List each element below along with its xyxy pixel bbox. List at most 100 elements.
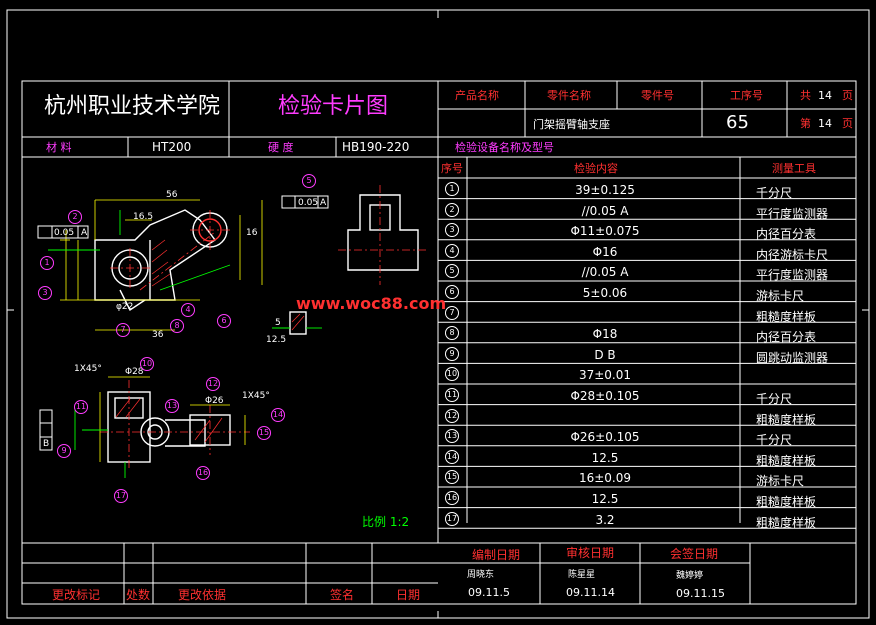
reviewer-name: 陈星星 [568,570,596,580]
count-label: 处数 [126,588,151,602]
part-no-label: 零件号 [641,89,674,102]
total-page-unit: 页 [842,89,853,102]
col-no-header: 序号 [441,162,463,175]
row-number-balloon: 4 [445,243,459,258]
table-row-tool: 内径百分表 [756,227,817,242]
section-a [289,311,307,335]
compile-date-label: 编制日期 [472,548,521,562]
review-date: 09.11.14 [566,586,615,599]
row-number-balloon: 17 [445,511,459,526]
date-label: 日期 [396,588,421,602]
table-row-content: Φ28±0.105 [570,389,640,403]
row-number-balloon: 11 [445,388,459,402]
table-row-no: 15 [441,470,463,485]
table-row-content: 39±0.125 [575,183,635,197]
table-row-content: Φ18 [592,327,618,342]
balloon-marker: 7 [116,323,130,337]
balloon-marker: 4 [181,303,195,317]
table-row-no: 14 [441,449,463,464]
balloon-marker: 1 [40,256,54,270]
balloon-marker: 16 [196,466,210,480]
hardness-value: HB190-220 [342,140,410,154]
balloon-marker: 11 [74,400,88,414]
row-number-balloon: 10 [445,367,459,382]
row-number-balloon: 8 [445,326,459,341]
row-number-balloon: 12 [445,408,459,423]
row-number-balloon: 1 [445,182,459,196]
table-row-tool: 圆跳动监测器 [756,350,829,365]
page-unit: 页 [842,117,853,130]
balloon-marker: 3 [38,286,52,300]
dim-phi22: φ22 [116,302,134,312]
table-row-tool: 游标卡尺 [756,474,805,489]
fcf-tol-2: 0.05 [298,198,319,208]
row-number-balloon: 3 [445,223,459,238]
table-row-tool: 粗糙度样板 [756,412,817,427]
col-content-header: 检验内容 [574,162,618,175]
table-row-no: 5 [441,264,463,279]
table-row-content: 37±0.01 [578,368,632,383]
material-value: HT200 [152,140,192,154]
dim-12-5: 12.5 [266,335,287,345]
table-row-content: 16±0.09 [578,471,632,486]
table-row-tool: 千分尺 [756,433,793,448]
table-row-tool: 千分尺 [756,392,793,406]
page-no: 14 [818,117,832,130]
table-row-no: 6 [441,285,463,299]
table-row-tool: 平行度监测器 [756,206,829,221]
col-tool-header: 测量工具 [772,162,816,175]
change-mark-label: 更改标记 [52,588,101,602]
compile-date: 09.11.5 [468,586,510,599]
school-name: 杭州职业技术学院 [44,94,221,119]
card-title: 检验卡片图 [278,94,389,119]
table-row-tool: 粗糙度样板 [756,309,817,324]
front-view [94,209,228,312]
table-row-tool: 粗糙度样板 [756,515,817,530]
table-row-no: 3 [441,223,463,238]
balloon-marker: 8 [170,319,184,333]
fcf-datum-b: B [43,439,50,449]
chamfer-note-1: 1X45° [74,364,102,374]
table-row-content: Φ26±0.105 [570,430,640,445]
fcf-tol-1: 0.05 [54,228,75,238]
hardness-label: 硬 度 [268,141,294,154]
table-row-content: Φ11±0.075 [570,224,640,239]
table-row-content: D B [594,347,616,362]
row-number-balloon: 16 [445,491,459,505]
table-row-no: 2 [441,202,463,217]
approve-date: 09.11.15 [676,587,725,600]
review-date-label: 审核日期 [566,546,615,560]
row-number-balloon: 6 [445,285,459,299]
dim-phi28: Φ28 [125,367,144,377]
row-number-balloon: 14 [445,449,459,464]
balloon-marker: 2 [68,210,82,224]
balloon-marker: 9 [57,444,71,458]
sign-label: 签名 [330,588,355,602]
balloon-marker: 6 [217,314,231,328]
balloon-marker: 15 [257,426,271,440]
row-number-balloon: 9 [445,346,459,361]
approve-date-label: 会签日期 [670,547,719,561]
process-no-value: 65 [726,112,749,133]
balloon-marker: 17 [114,489,128,503]
row-number-balloon: 13 [445,429,459,444]
fcf-datum-2: A [320,198,327,208]
table-row-no: 13 [441,429,463,444]
side-view [347,194,419,271]
table-row-tool: 粗糙度样板 [756,495,817,509]
table-row-tool: 内径百分表 [756,330,817,345]
dim-16: 16 [246,228,258,238]
part-name-label: 零件名称 [547,89,591,102]
table-row-content: //0.05 A [581,203,629,218]
process-no-label: 工序号 [730,89,763,102]
balloon-marker: 14 [271,408,285,422]
row-number-balloon: 5 [445,264,459,279]
table-row-content: //0.05 A [581,265,629,280]
dim-36: 36 [152,330,164,340]
table-row-no: 11 [441,388,463,402]
table-row-no: 1 [441,182,463,196]
table-row-no: 8 [441,326,463,341]
balloon-marker: 12 [206,377,220,391]
table-row-content: 12.5 [591,492,619,506]
dim-phi26: Φ26 [205,396,224,406]
